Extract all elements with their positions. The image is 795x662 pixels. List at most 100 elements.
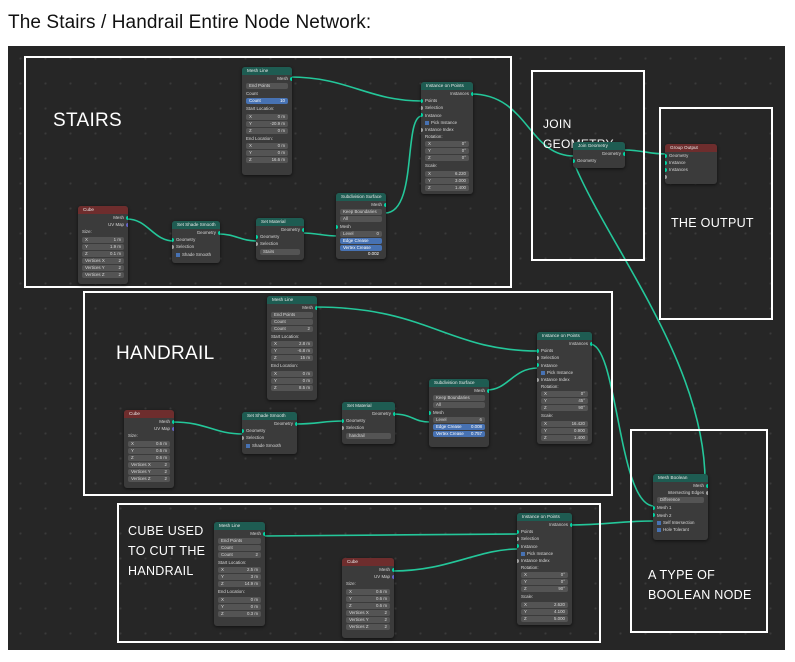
socket-in-instance-index[interactable]: Instance Index xyxy=(517,557,572,564)
socket-out-uv-map[interactable]: UV Map xyxy=(124,425,174,432)
socket-dot[interactable] xyxy=(429,410,431,415)
node-stairs-set-shade-smooth[interactable]: Set Shade Smooth Geometry Geometry Selec… xyxy=(172,221,220,263)
socket-dot[interactable] xyxy=(421,98,423,103)
socket-dot[interactable] xyxy=(537,363,539,368)
socket-in-selection[interactable]: Selection xyxy=(421,104,473,111)
socket-dot[interactable] xyxy=(315,305,317,310)
socket-in-geometry[interactable]: Geometry xyxy=(172,236,220,243)
mode-dropdown[interactable]: End Points xyxy=(218,538,261,545)
socket-dot[interactable] xyxy=(172,244,174,249)
socket-dot[interactable] xyxy=(218,230,220,235)
socket-dot[interactable] xyxy=(665,175,667,180)
frame-cube-cut[interactable]: CUBE USED TO CUT THE HANDRAIL xyxy=(117,503,601,643)
count-mode-dropdown[interactable]: Count xyxy=(271,319,313,326)
socket-out-instances[interactable]: Instances xyxy=(537,340,592,347)
socket-out-mesh[interactable]: Mesh xyxy=(267,304,317,311)
socket-dot[interactable] xyxy=(392,574,394,579)
socket-in-selection[interactable]: Selection xyxy=(172,243,220,250)
socket-in-geometry[interactable]: Geometry xyxy=(665,152,717,159)
start-y-field[interactable]: Y-6.8 m xyxy=(271,348,313,355)
frame-output[interactable]: THE OUTPUT xyxy=(659,107,773,320)
socket-in-selection[interactable]: Selection xyxy=(537,354,592,361)
socket-dot[interactable] xyxy=(421,105,423,110)
socket-dot[interactable] xyxy=(517,529,519,534)
socket-in-instance[interactable]: Instance xyxy=(537,362,592,369)
socket-dot[interactable] xyxy=(336,224,338,229)
socket-in-selection[interactable]: Selection xyxy=(342,424,395,431)
node-handrail-set-shade-smooth[interactable]: Set Shade Smooth Geometry Geometry Selec… xyxy=(242,412,297,454)
socket-dot[interactable] xyxy=(172,426,174,431)
socket-in-selection[interactable]: Selection xyxy=(517,535,572,542)
socket-in-selection[interactable]: Selection xyxy=(256,240,304,247)
node-stairs-subdivision-surface[interactable]: Subdivision Surface Mesh Keep Boundaries… xyxy=(336,193,386,259)
socket-in-mesh[interactable]: Mesh xyxy=(336,223,386,230)
frame-stairs[interactable]: STAIRS xyxy=(24,56,512,288)
node-join-geometry[interactable]: Join Geometry Geometry Geometry xyxy=(573,142,625,168)
socket-dot[interactable] xyxy=(537,355,539,360)
socket-in-instance[interactable]: Instance xyxy=(421,112,473,119)
socket-dot[interactable] xyxy=(126,215,128,220)
node-handrail-set-material[interactable]: Set Material Geometry Geometry Selection… xyxy=(342,402,395,444)
socket-dot[interactable] xyxy=(517,558,519,563)
operation-dropdown[interactable]: Difference xyxy=(657,497,704,504)
socket-dot[interactable] xyxy=(302,227,304,232)
socket-dot[interactable] xyxy=(570,522,572,527)
start-y-field[interactable]: Y-20.9 m xyxy=(246,120,288,127)
socket-out-geometry[interactable]: Geometry xyxy=(172,229,220,236)
socket-out-mesh[interactable]: Mesh xyxy=(429,387,489,394)
socket-dot[interactable] xyxy=(517,536,519,541)
socket-dot[interactable] xyxy=(537,348,539,353)
socket-dot[interactable] xyxy=(537,377,539,382)
hole-tolerant-checkbox[interactable]: Hole Tolerant xyxy=(653,526,708,533)
socket-dot[interactable] xyxy=(487,388,489,393)
socket-dot[interactable] xyxy=(393,411,395,416)
socket-out-intersecting-edges[interactable]: Intersecting Edges xyxy=(653,489,708,496)
socket-in-geometry[interactable]: Geometry xyxy=(342,417,395,424)
socket-in-mesh-1[interactable]: Mesh 1 xyxy=(653,504,708,511)
frame-boolean[interactable]: A TYPE OF BOOLEAN NODE xyxy=(630,429,768,633)
socket-dot[interactable] xyxy=(590,341,592,346)
socket-dot[interactable] xyxy=(653,513,655,518)
socket-in-instance-index[interactable]: Instance Index xyxy=(421,126,473,133)
socket-out-mesh[interactable]: Mesh xyxy=(214,530,265,537)
socket-in-geometry[interactable]: Geometry xyxy=(256,233,304,240)
socket-dot[interactable] xyxy=(706,490,708,495)
socket-dot[interactable] xyxy=(242,435,244,440)
socket-out-geometry[interactable]: Geometry xyxy=(256,226,304,233)
socket-in-instance-index[interactable]: Instance Index xyxy=(537,376,592,383)
boundary-dropdown[interactable]: Keep Boundaries xyxy=(340,209,382,216)
node-cut-instance-on-points[interactable]: Instance on Points Instances Points Sele… xyxy=(517,513,572,625)
